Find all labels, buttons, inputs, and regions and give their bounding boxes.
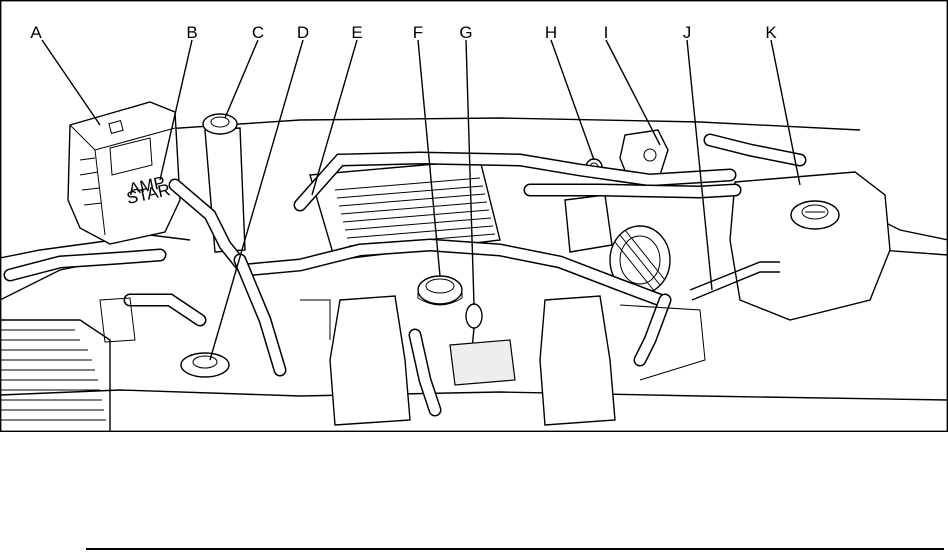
coolant-reservoir [730, 172, 890, 320]
callout-labels: A B C D E F G H I J K [30, 23, 777, 42]
fuse-block: AMP START [68, 102, 182, 244]
lower-cap [181, 353, 229, 377]
callout-d: D [297, 23, 309, 42]
footer-rule [86, 548, 944, 550]
callout-f: F [413, 23, 423, 42]
callout-e: E [351, 23, 362, 42]
callout-k: K [765, 23, 777, 42]
callout-h: H [545, 23, 557, 42]
callout-c: C [252, 23, 264, 42]
callout-i: I [604, 23, 609, 42]
callout-a: A [30, 23, 42, 42]
callout-j: J [683, 23, 692, 42]
engine-compartment-diagram: AMP START [0, 0, 948, 432]
callout-b: B [186, 23, 197, 42]
radiator-grille [0, 320, 110, 432]
oil-fill-cap [418, 276, 462, 305]
callout-g: G [459, 23, 472, 42]
